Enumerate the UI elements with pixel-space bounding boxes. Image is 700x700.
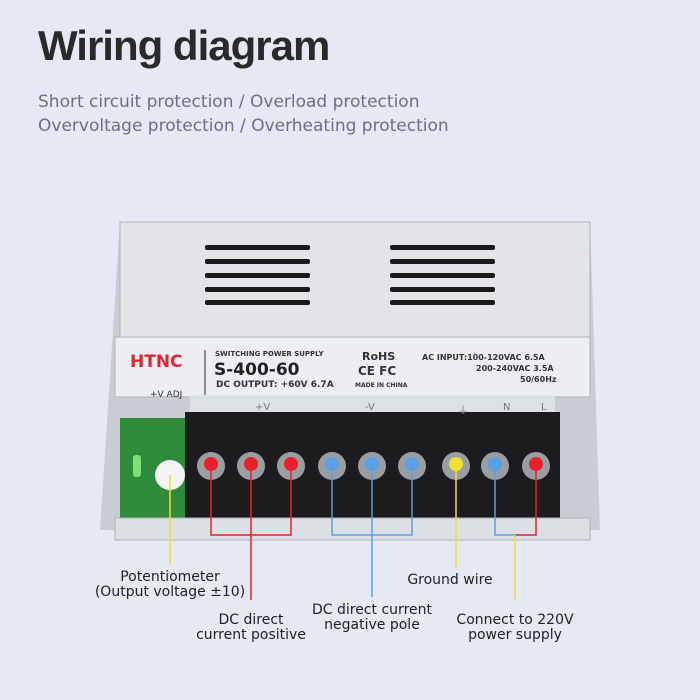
terminal-mark: -V (365, 402, 375, 413)
dc-output-spec: DC OUTPUT: +60V 6.7A (216, 380, 334, 390)
ac-frequency: 50/60Hz (520, 375, 557, 384)
label-ground: Ground wire (407, 572, 493, 588)
adj-label: +V ADJ (150, 390, 183, 400)
top-cover (119, 221, 591, 338)
vents (205, 245, 495, 305)
subtitle-line: Overvoltage protection / Overheating pro… (38, 116, 449, 136)
ce-fc-mark: CE FC (358, 364, 397, 378)
terminal-mark: +V (255, 402, 271, 413)
made-in: MADE IN CHINA (355, 382, 408, 389)
terminal-mark: L (541, 402, 547, 413)
brand-logo: HTNC (130, 352, 183, 372)
model-number: S-400-60 (214, 360, 300, 380)
rohs-mark: RoHS (362, 350, 396, 363)
label-panel (114, 336, 591, 398)
subtitle-line: Short circuit protection / Overload prot… (38, 92, 420, 112)
device-type: SWITCHING POWER SUPPLY (215, 350, 324, 358)
page-title: Wiring diagram (38, 22, 330, 69)
terminal-mark: ⏚ (458, 406, 468, 417)
ac-input-spec: 200-240VAC 3.5A (476, 364, 554, 373)
ac-input-spec: AC INPUT:100-120VAC 6.5A (422, 353, 545, 362)
terminal-mark: N (503, 402, 511, 413)
label-potentiometer: Potentiometer(Output voltage ±10) (94, 569, 246, 600)
